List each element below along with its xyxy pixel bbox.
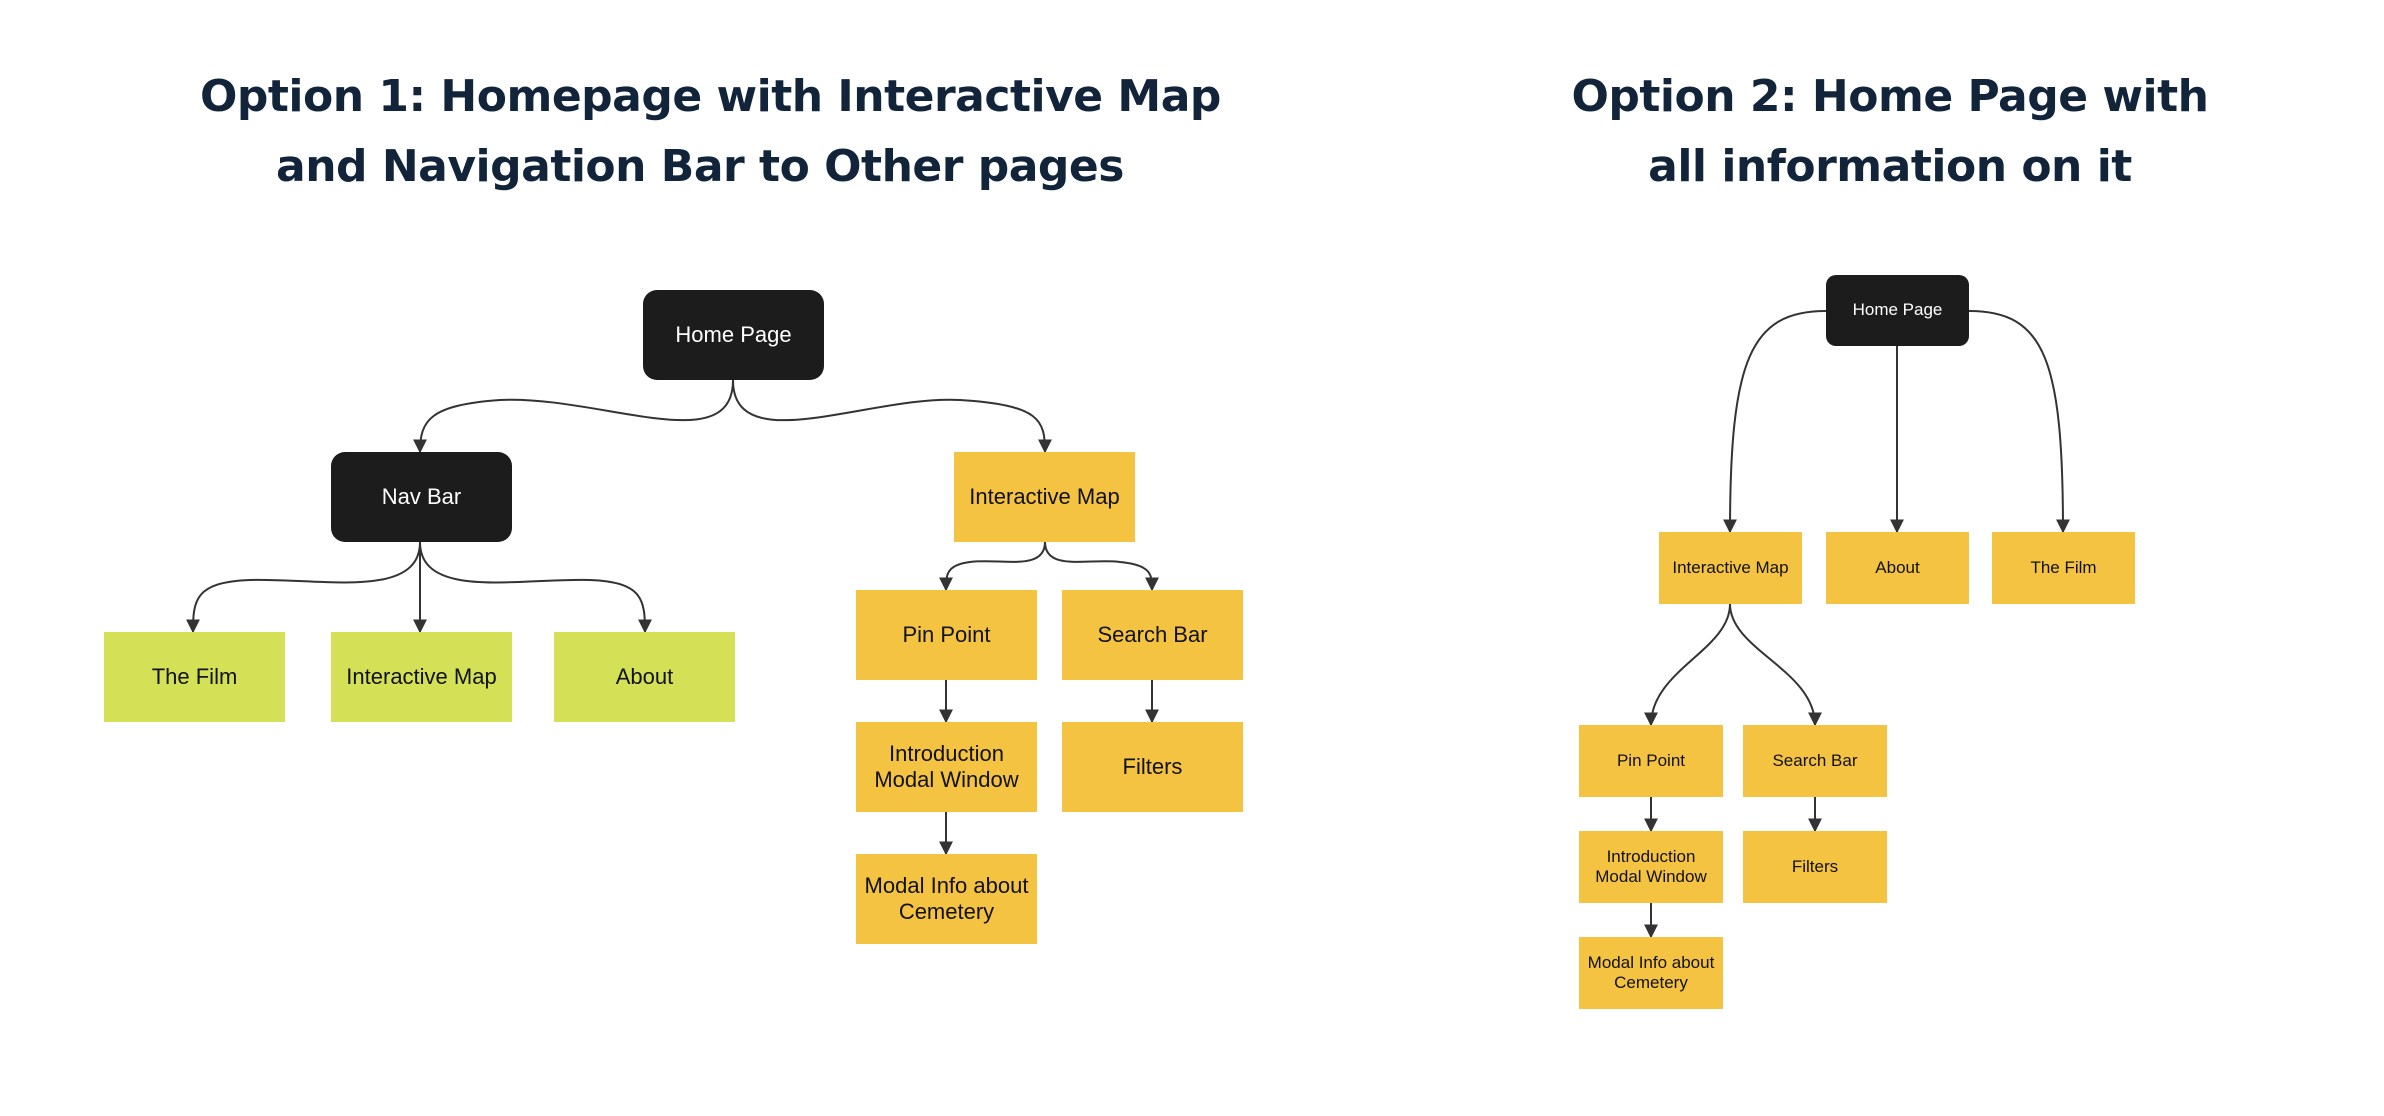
o2-home-page-node: Home Page xyxy=(1826,275,1969,346)
o1-intro-modal-label-line-2: Modal Window xyxy=(874,767,1019,792)
o2-filters-label: Filters xyxy=(1791,856,1839,876)
o1-about-label: About xyxy=(615,663,674,689)
o2-intro-modal-node: Introduction Modal Window xyxy=(1579,831,1723,903)
o2-about-node: About xyxy=(1826,532,1969,604)
o1-nav-interactive-map-node: Interactive Map xyxy=(331,632,512,722)
o1-the-film-node: The Film xyxy=(104,632,285,722)
o2-home-page-label: Home Page xyxy=(1852,300,1943,320)
o2-intro-modal-label-line-2: Modal Window xyxy=(1595,867,1707,886)
o2-the-film-node: The Film xyxy=(1992,532,2135,604)
o2-modal-info-node: Modal Info about Cemetery xyxy=(1579,937,1723,1009)
o1-the-film-label: The Film xyxy=(151,663,238,689)
o2-about-label: About xyxy=(1875,557,1920,577)
edge-o2-map-to-pin-point xyxy=(1644,603,1731,727)
o2-interactive-map-node: Interactive Map xyxy=(1659,532,1802,604)
edge-navbar-to-about xyxy=(419,541,652,634)
edge-navbar-to-film xyxy=(186,541,421,634)
option-2-title-line-2: all information on it xyxy=(1648,141,2132,192)
o1-filters-node: Filters xyxy=(1062,722,1243,812)
o1-nav-bar-node: Nav Bar xyxy=(331,452,512,542)
o1-home-page-label: Home Page xyxy=(675,321,792,347)
option-1-title-line-1: Option 1: Homepage with Interactive Map xyxy=(200,71,1221,122)
o1-modal-info-label-line-2: Cemetery xyxy=(898,899,995,924)
o2-modal-info-label-line-2: Cemetery xyxy=(1614,973,1688,992)
edge-map-to-search-bar xyxy=(1044,541,1159,592)
o2-intro-modal-label-line-1: Introduction xyxy=(1606,846,1696,866)
edge-o2-map-to-search-bar xyxy=(1729,603,1822,727)
o1-nav-bar-label: Nav Bar xyxy=(381,483,462,509)
o1-intro-modal-label-line-1: Introduction xyxy=(889,740,1004,766)
o2-filters-node: Filters xyxy=(1743,831,1887,903)
o1-home-page-node: Home Page xyxy=(643,290,824,380)
edge-o2-home-to-interactive-map xyxy=(1723,310,1827,534)
o2-search-bar-label: Search Bar xyxy=(1772,750,1858,770)
o1-pin-point-node: Pin Point xyxy=(856,590,1037,680)
o2-modal-info-label-line-1: Modal Info about xyxy=(1587,952,1715,972)
option-2-title: Option 2: Home Page with all information… xyxy=(1510,62,2270,202)
o1-modal-info-label-line-1: Modal Info about xyxy=(864,872,1029,898)
o1-nav-interactive-map-label: Interactive Map xyxy=(346,663,497,689)
o1-pin-point-label: Pin Point xyxy=(902,621,991,647)
o1-search-bar-node: Search Bar xyxy=(1062,590,1243,680)
option-2-title-line-1: Option 2: Home Page with xyxy=(1571,71,2209,122)
o1-interactive-map-label: Interactive Map xyxy=(969,483,1120,509)
o2-pin-point-node: Pin Point xyxy=(1579,725,1723,797)
o2-interactive-map-label: Interactive Map xyxy=(1672,557,1789,577)
o1-search-bar-label: Search Bar xyxy=(1097,621,1208,647)
o1-filters-label: Filters xyxy=(1122,753,1183,779)
edge-map-to-pin-point xyxy=(939,541,1046,592)
o1-intro-modal-node: Introduction Modal Window xyxy=(856,722,1037,812)
edge-home-to-navbar xyxy=(413,379,734,454)
edge-home-to-interactive-map xyxy=(732,379,1052,454)
o2-pin-point-label: Pin Point xyxy=(1616,750,1686,770)
o2-the-film-label: The Film xyxy=(2030,557,2097,577)
o1-interactive-map-node: Interactive Map xyxy=(954,452,1135,542)
option-1-title: Option 1: Homepage with Interactive Map … xyxy=(200,62,1221,202)
o1-about-node: About xyxy=(554,632,735,722)
option-1-title-line-2: and Navigation Bar to Other pages xyxy=(276,141,1124,192)
o2-search-bar-node: Search Bar xyxy=(1743,725,1887,797)
o1-modal-info-node: Modal Info about Cemetery xyxy=(856,854,1037,944)
edge-o2-home-to-film xyxy=(1968,310,2070,534)
